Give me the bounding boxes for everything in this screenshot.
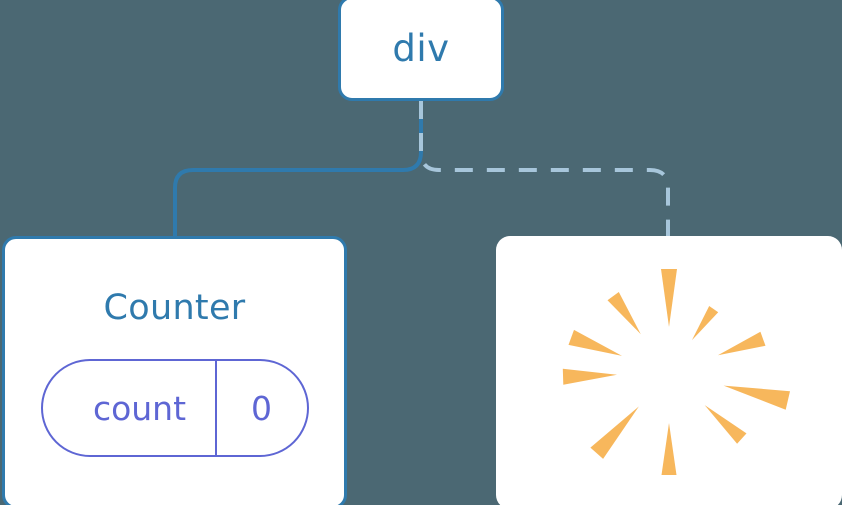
sparkle-ray-8	[590, 406, 639, 459]
state-pill-divider	[214, 361, 217, 455]
sparkle-ray-7	[661, 423, 677, 475]
node-counter-label: Counter	[103, 288, 246, 328]
edge-div-to-counter	[173, 101, 423, 238]
sparkle-ray-5	[723, 385, 790, 410]
state-value-label: 0	[251, 388, 272, 428]
sparkle-ray-9	[562, 368, 617, 385]
node-div[interactable]: div	[338, 0, 504, 101]
sparkle-ray-1	[691, 306, 719, 341]
sparkle-ray-4	[717, 331, 766, 356]
state-key-label: count	[92, 388, 187, 428]
sparkle-burst-icon	[562, 269, 790, 475]
edge-div-to-sparkle	[419, 101, 670, 238]
node-div-label: div	[392, 27, 450, 70]
sparkle-ray-0	[661, 269, 677, 327]
sparkle-ray-3	[568, 329, 622, 356]
state-pill-count[interactable]: count 0	[40, 359, 309, 457]
sparkle-ray-2	[607, 292, 641, 335]
sparkle-ray-6	[704, 405, 747, 444]
node-sparkle[interactable]	[496, 236, 842, 505]
node-counter[interactable]: Counter count 0	[2, 236, 347, 505]
